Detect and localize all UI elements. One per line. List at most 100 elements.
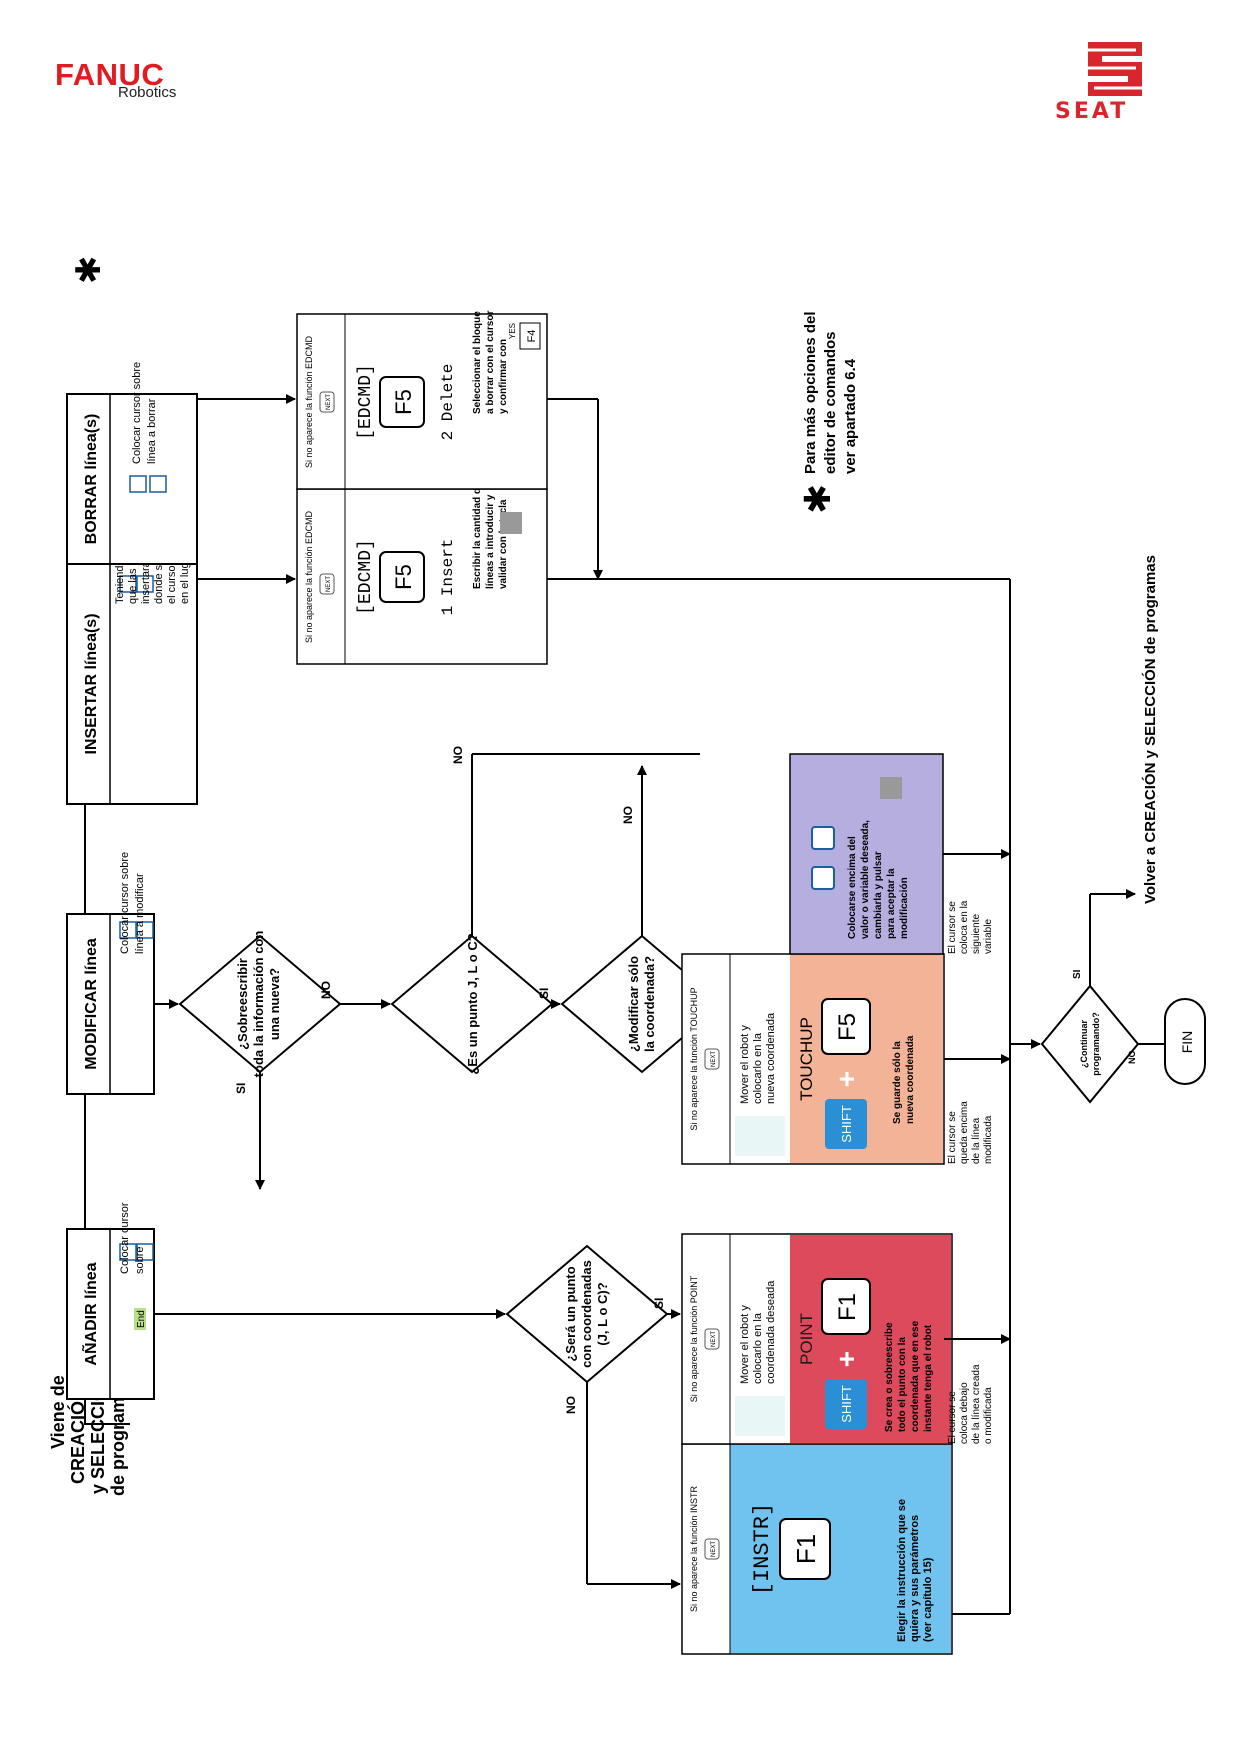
cursor-down-icon xyxy=(149,475,167,493)
decision-continuar: ¿Continuar programando? xyxy=(1040,984,1140,1104)
point-panel: Si no aparece la función POINT NEXT Move… xyxy=(681,1233,953,1445)
anadir-header: AÑADIR línea Colocar cursor sobre End xyxy=(66,1202,155,1400)
svg-text:¿Será un punto: ¿Será un punto xyxy=(563,1266,578,1361)
next-key-icon xyxy=(319,391,335,413)
svg-text:F5: F5 xyxy=(834,1013,861,1041)
svg-text:¿Continuar: ¿Continuar xyxy=(1079,1020,1089,1068)
borrar-desc-1: Colocar cursor sobre xyxy=(131,362,143,464)
svg-text:(J, L o C)?: (J, L o C)? xyxy=(595,1282,610,1345)
footnote-line-1: Para más opciones del xyxy=(802,311,819,474)
svg-text:TOUCHUP: TOUCHUP xyxy=(797,1017,816,1101)
svg-text:Elegir la instrucción que se: Elegir la instrucción que se xyxy=(896,1499,908,1642)
svg-text:coordenada deseada: coordenada deseada xyxy=(765,1280,777,1384)
footnote-line-3: ver apartado 6.4 xyxy=(842,358,859,474)
svg-text:El cursor se: El cursor se xyxy=(947,1391,958,1444)
no-label: NO xyxy=(319,981,333,999)
footnote: ✱ Para más opciones del editor de comand… xyxy=(797,311,859,514)
edcmd-delete-panel: Si no aparece la función EDCMD NEXT [EDC… xyxy=(296,311,548,490)
svg-text:Si no aparece la función TOUCH: Si no aparece la función TOUCHUP xyxy=(689,987,699,1130)
no-label: NO xyxy=(451,746,465,764)
footnote-star-icon: ✱ xyxy=(797,484,838,514)
svg-text:Si no aparece la función INSTR: Si no aparece la función INSTR xyxy=(689,1485,699,1612)
end-terminal: FIN xyxy=(1164,998,1206,1085)
edcmd-insert-key: F5 xyxy=(391,564,416,590)
svg-text:colocarlo en la: colocarlo en la xyxy=(752,1032,764,1104)
enter-key-icon xyxy=(500,512,522,534)
svg-text:todo el punto con la: todo el punto con la xyxy=(897,1337,908,1432)
edcmd-delete-option: 2 Delete xyxy=(439,364,457,441)
cursor-up-icon xyxy=(119,921,137,939)
edcmd-insert-text-2: líneas a introducir y xyxy=(485,494,496,589)
svg-text:El cursor se: El cursor se xyxy=(947,901,958,954)
edcmd-delete-text-3: y confirmar con xyxy=(498,339,509,414)
shift-key-icon xyxy=(825,1099,867,1149)
footnote-line-2: editor de comandos xyxy=(822,331,839,474)
svg-text:+: + xyxy=(831,1071,862,1087)
instr-panel-fill xyxy=(730,1445,951,1653)
svg-text:[INSTR]: [INSTR] xyxy=(750,1503,775,1595)
svg-text:de la línea creada: de la línea creada xyxy=(971,1364,982,1444)
edcmd-insert-option: 1 Insert xyxy=(439,539,457,616)
svg-text:Si no aparece la función POINT: Si no aparece la función POINT xyxy=(689,1275,699,1402)
svg-text:coloca en la: coloca en la xyxy=(959,900,970,954)
svg-text:coordenada que en ese: coordenada que en ese xyxy=(910,1320,921,1432)
edcmd-delete-fn: [EDCMD] xyxy=(356,364,376,440)
f1-key-icon xyxy=(821,1278,871,1335)
svg-text:SHIFT: SHIFT xyxy=(839,1105,854,1143)
instr-panel: Si no aparece la función INSTR NEXT [INS… xyxy=(681,1443,953,1655)
insertar-title: INSERTAR línea(s) xyxy=(83,613,100,754)
next-key-icon xyxy=(704,1328,720,1350)
next-key-icon xyxy=(704,1048,720,1070)
decision-sera-punto: ¿Será un punto con coordenadas (J, L o C… xyxy=(505,1244,669,1384)
f1-key-icon xyxy=(779,1518,831,1580)
edcmd-insert-text-1: Escribir la cantidad de xyxy=(472,482,483,589)
svg-text:o modificada: o modificada xyxy=(983,1387,994,1444)
f5-key-icon xyxy=(379,376,425,428)
svg-text:quiera y sus parámetros: quiera y sus parámetros xyxy=(909,1515,921,1642)
fanuc-logo-subtitle: Robotics xyxy=(118,84,177,101)
svg-text:SHIFT: SHIFT xyxy=(839,1385,854,1423)
next-key-icon xyxy=(319,573,335,595)
svg-text:(ver capítulo 15): (ver capítulo 15) xyxy=(922,1557,934,1642)
modificar-header: MODIFICAR línea Colocar cursor sobre lín… xyxy=(66,852,155,1095)
svg-text:POINT: POINT xyxy=(797,1313,816,1365)
svg-text:NEXT: NEXT xyxy=(711,1331,717,1347)
edcmd-delete-text-1: Seleccionar el bloque xyxy=(472,311,483,414)
f5-key-icon xyxy=(821,998,871,1055)
svg-text:Colocarse encima del: Colocarse encima del xyxy=(847,836,858,939)
svg-text:siguiente: siguiente xyxy=(971,914,982,954)
enter-key-icon xyxy=(880,777,902,799)
svg-text:toda la información con: toda la información con xyxy=(251,931,266,1078)
fanuc-logo-name: FANUC xyxy=(55,57,165,92)
svg-text:con coordenadas: con coordenadas xyxy=(579,1260,594,1368)
cursor-up-icon xyxy=(129,475,147,493)
si-label: SI xyxy=(234,1083,248,1094)
teach-pendant-icon xyxy=(735,1396,785,1436)
no-label: NO xyxy=(621,806,635,824)
touchup-panel: Si no aparece la función TOUCHUP NEXT Mo… xyxy=(681,953,945,1165)
cursor-up-icon xyxy=(119,1243,137,1261)
cursor-down-icon xyxy=(136,575,154,593)
cursor-left-icon xyxy=(811,866,835,890)
si-label: SI xyxy=(652,1298,666,1309)
svg-text:F1: F1 xyxy=(834,1293,861,1321)
edcmd-delete-note: Si no aparece la función EDCMD xyxy=(304,335,314,468)
cursor-down-icon xyxy=(136,1243,154,1261)
yes-label: YES xyxy=(508,323,517,339)
svg-text:F1: F1 xyxy=(791,1534,821,1564)
f5-key-icon xyxy=(379,551,425,603)
edcmd-insert-note: Si no aparece la función EDCMD xyxy=(304,510,314,643)
svg-text:Mover el robot y: Mover el robot y xyxy=(739,1025,751,1104)
svg-text:Se guarde sólo la: Se guarde sólo la xyxy=(892,1041,903,1124)
asterisk-marker: ✱ xyxy=(70,256,108,285)
svg-text:modificación: modificación xyxy=(899,877,910,939)
no-label: NO xyxy=(1127,1051,1137,1065)
svg-text:para aceptar la: para aceptar la xyxy=(886,868,897,939)
svg-text:programando?: programando? xyxy=(1091,1012,1101,1076)
modificar-desc-1: Colocar cursor sobre xyxy=(119,852,131,954)
decision-punto-jlc: ¿Es un punto J, L o C? xyxy=(390,933,554,1075)
next-key-icon xyxy=(704,1538,720,1560)
si-label: SI xyxy=(537,988,551,999)
